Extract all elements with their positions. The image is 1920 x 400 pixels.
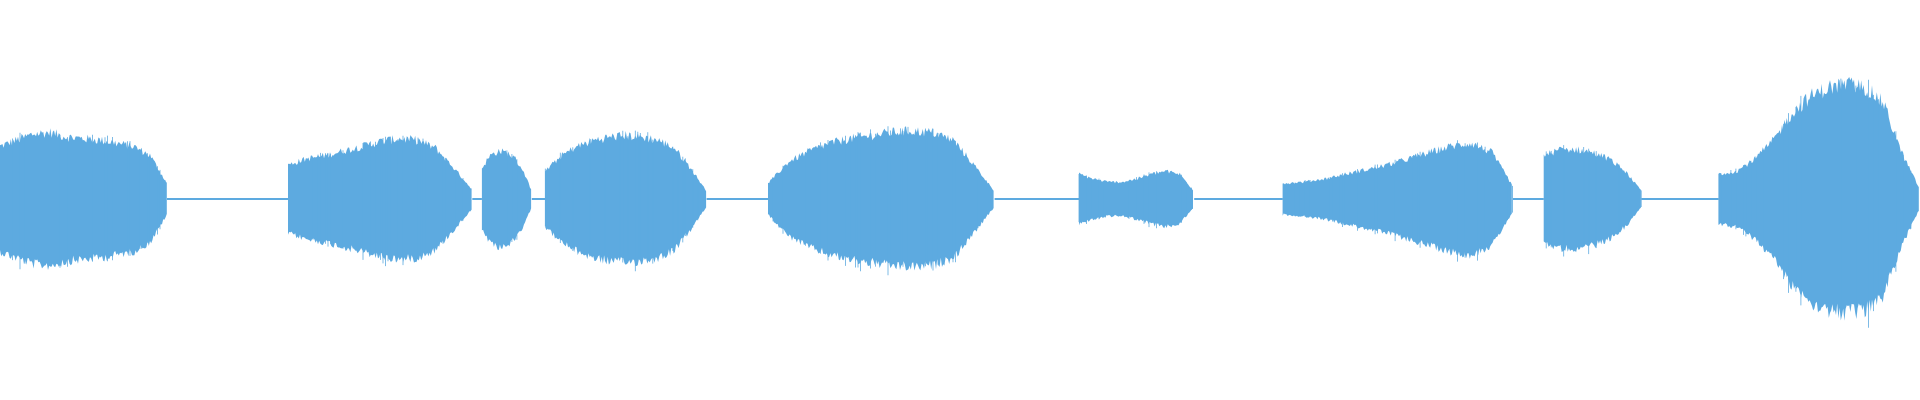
waveform-sound-segment — [768, 126, 994, 271]
waveform-sound-segment — [545, 131, 707, 266]
waveform-silence-segment — [1194, 198, 1283, 200]
waveform-silence-segment — [994, 198, 1080, 200]
waveform-sound-segment — [288, 135, 472, 263]
waveform-silence-segment — [472, 198, 482, 200]
waveform-sound-segment — [0, 128, 167, 270]
waveform-sound-segment — [1282, 142, 1512, 259]
waveform-silence-segment — [167, 198, 288, 200]
waveform-silence-segment — [1513, 198, 1544, 200]
waveform-sound-segment — [1079, 169, 1193, 229]
waveform-silence-segment — [531, 198, 546, 200]
waveform-sound-segment — [1718, 77, 1919, 321]
waveform-silence-segment — [706, 198, 768, 200]
waveform-sound-segment — [1543, 146, 1641, 253]
waveform-silence-segment — [1641, 198, 1719, 200]
